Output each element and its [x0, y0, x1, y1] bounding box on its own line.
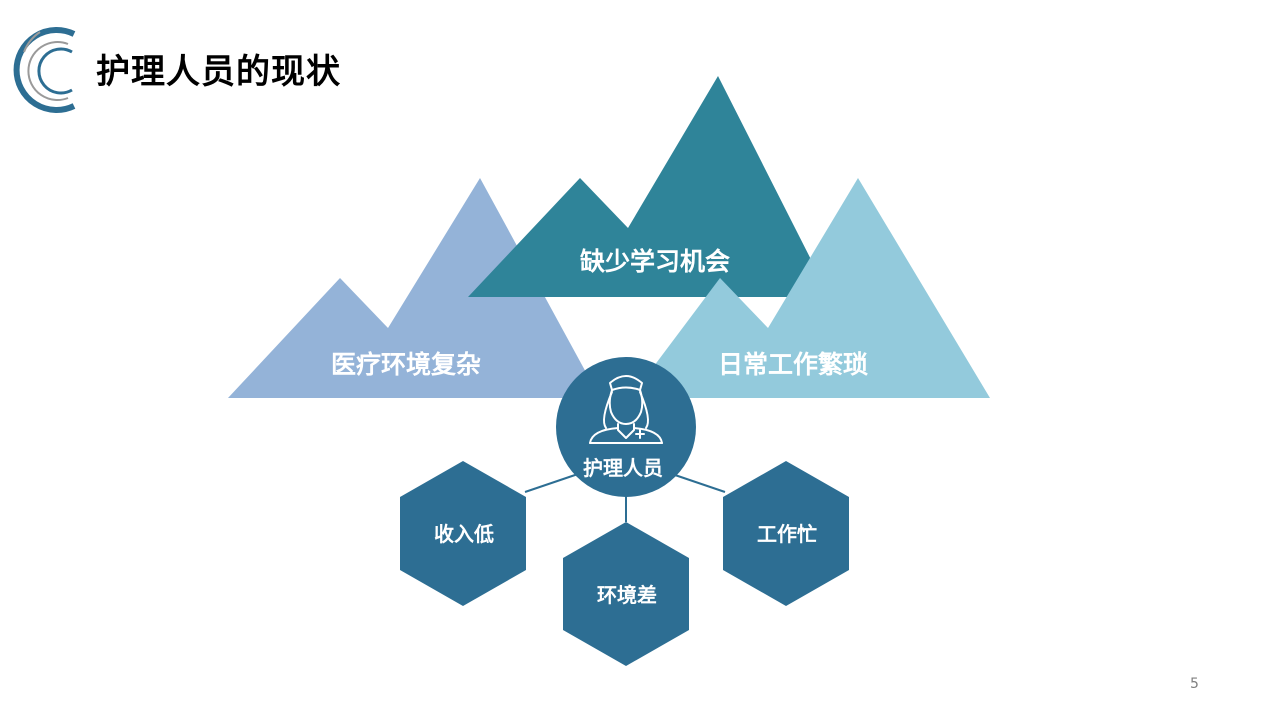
left-mountain	[228, 178, 600, 398]
center-node	[556, 357, 696, 497]
hexagon-left-label: 收入低	[434, 522, 494, 546]
left-mountain-label: 医疗环境复杂	[331, 350, 481, 379]
center-node-label: 护理人员	[583, 456, 663, 480]
connector-right	[671, 473, 726, 493]
hexagon-right-label: 工作忙	[757, 522, 817, 546]
center-mountain-label: 缺少学习机会	[580, 247, 730, 276]
right-mountain	[630, 178, 990, 398]
page-number: 5	[1190, 676, 1199, 692]
hexagon-right	[723, 461, 849, 606]
nurse-icon	[589, 375, 663, 444]
logo-ring-icon	[13, 27, 76, 113]
right-mountain-label: 日常工作繁琐	[718, 350, 868, 379]
connector-left	[524, 473, 579, 493]
hexagon-left	[400, 461, 526, 606]
hexagon-center-label: 环境差	[597, 583, 657, 607]
center-mountain	[468, 76, 830, 297]
hexagon-center	[563, 522, 689, 666]
page-title: 护理人员的现状	[96, 52, 341, 92]
